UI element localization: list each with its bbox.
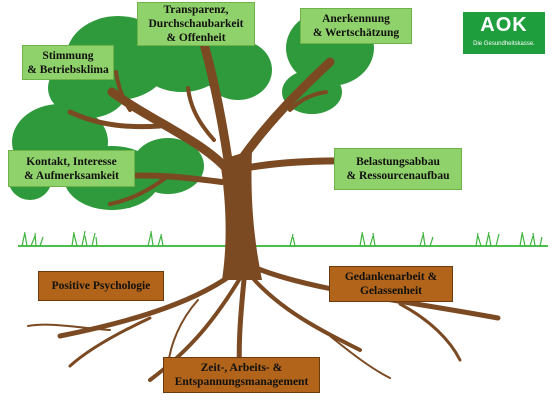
root-label-positive: Positive Psychologie (51, 280, 151, 292)
root-box-gedanken: Gedankenarbeit & Gelassenheit (329, 266, 453, 302)
logo-tagline: Die Gesundheitskasse. (473, 41, 535, 47)
leaf-label-belastung: Belastungsabbau & Ressourcenaufbau (346, 156, 450, 182)
leaf-box-kontakt: Kontakt, Interesse & Aufmerksamkeit (8, 150, 135, 187)
leaf-box-stimmung: Stimmung & Betriebsklima (22, 45, 114, 80)
leaf-box-transparenz: Transparenz, Durchschaubarkeit & Offenhe… (137, 2, 255, 46)
root-label-zeit: Zeit-, Arbeits- & Entspannungsmanagement (174, 362, 309, 388)
leaf-label-anerkennung: Anerkennung & Wertschätzung (312, 13, 400, 39)
aok-logo: AOK Die Gesundheitskasse. (463, 12, 545, 54)
logo-wordmark: AOK (480, 14, 528, 36)
leaf-label-stimmung: Stimmung & Betriebsklima (27, 49, 109, 76)
leaf-label-kontakt: Kontakt, Interesse & Aufmerksamkeit (24, 155, 119, 182)
root-label-gedanken: Gedankenarbeit & Gelassenheit (344, 271, 438, 297)
leaf-box-belastung: Belastungsabbau & Ressourcenaufbau (334, 148, 462, 190)
trunk (67, 39, 392, 280)
grass (18, 230, 548, 247)
root-box-zeit: Zeit-, Arbeits- & Entspannungsmanagement (163, 357, 320, 393)
root-box-positive: Positive Psychologie (38, 271, 164, 301)
leaf-box-anerkennung: Anerkennung & Wertschätzung (300, 8, 412, 44)
leaf-label-transparenz: Transparenz, Durchschaubarkeit & Offenhe… (148, 4, 244, 44)
